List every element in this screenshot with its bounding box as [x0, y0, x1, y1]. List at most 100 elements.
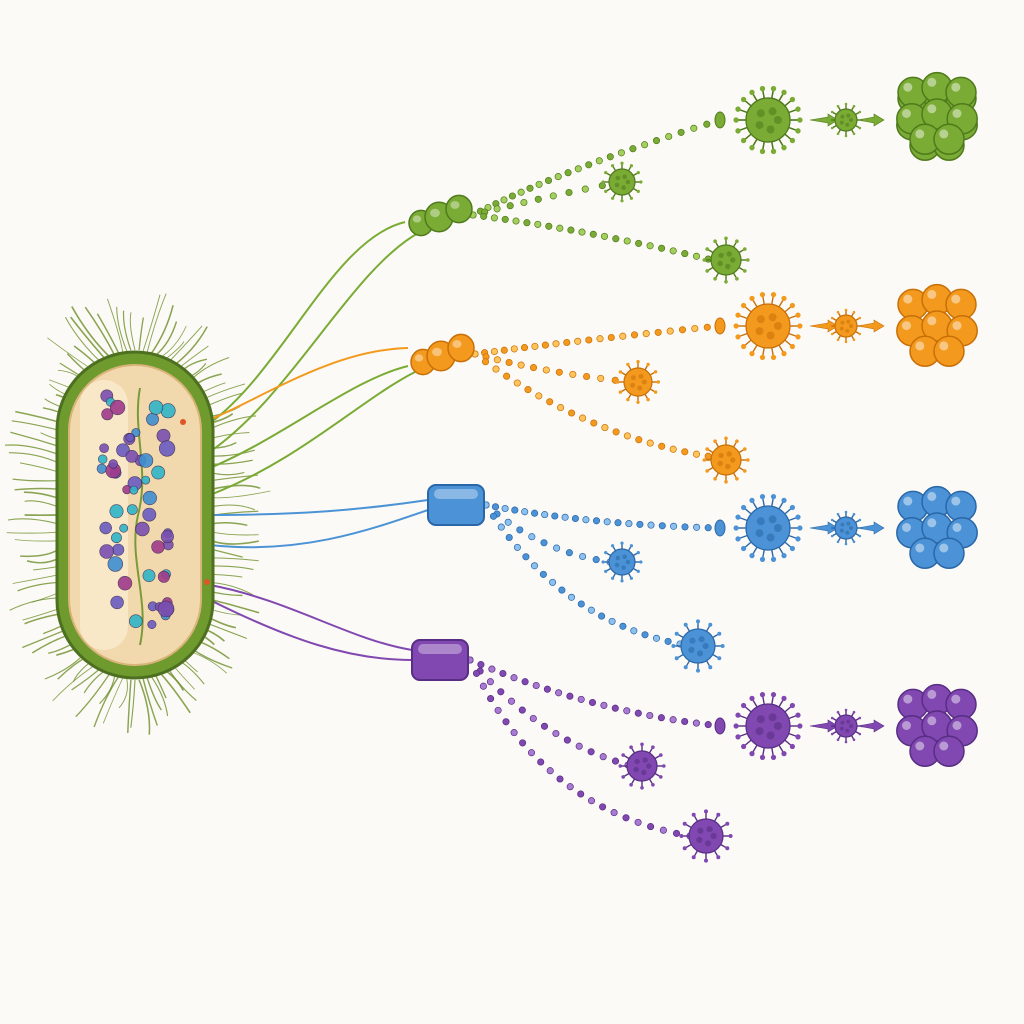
spike-tip: [830, 732, 834, 736]
particle-spot: [756, 109, 765, 118]
particle-spot: [768, 713, 777, 722]
sphere: [945, 288, 977, 321]
spike-tip: [795, 128, 801, 134]
purple-bead: [486, 678, 494, 686]
purple-bead: [499, 669, 507, 678]
spike-tip: [691, 855, 696, 860]
pilus: [84, 306, 116, 356]
blue-bead: [619, 622, 627, 630]
orange-bead: [579, 414, 587, 422]
pilus: [127, 679, 132, 734]
green-bead: [523, 219, 531, 227]
spike-tip: [830, 716, 834, 720]
spike-tip: [618, 390, 623, 394]
blue-bead: [587, 606, 595, 614]
sphere-shine: [902, 721, 911, 730]
green-bead: [574, 165, 582, 173]
spike-tip: [640, 742, 644, 747]
green-bead: [677, 128, 685, 136]
orange-chain-cap: [714, 317, 726, 335]
particle-spot: [773, 116, 782, 124]
sphere-shine: [903, 294, 913, 304]
pilus: [96, 313, 120, 354]
sphere: [933, 123, 965, 155]
spike-tip: [708, 622, 713, 627]
particle-spot: [633, 766, 639, 773]
blue-bead: [531, 509, 539, 517]
pilus: [14, 487, 59, 491]
orange-branch-particle: [616, 360, 660, 404]
spike-tip: [741, 96, 747, 103]
membrane-port: [180, 419, 186, 425]
node-bead: [445, 194, 473, 224]
particle-spot: [615, 175, 621, 181]
orange-bead: [481, 358, 490, 366]
particle-spot: [725, 463, 731, 470]
purple-bead: [543, 685, 551, 693]
particle-spot: [625, 559, 631, 565]
purple-bead: [502, 718, 510, 726]
blue-stage-particle-large: [733, 494, 803, 563]
pilus: [122, 310, 132, 351]
spike-tip: [601, 180, 605, 184]
sphere-shine: [952, 109, 962, 118]
cell-particle: [151, 465, 166, 480]
green-bead: [501, 215, 509, 223]
green-bead: [600, 232, 609, 240]
orange-bead: [597, 374, 605, 382]
purple-bead: [623, 707, 631, 715]
spike-tip: [639, 180, 643, 184]
pathway-nodes: [408, 194, 485, 681]
green-bead: [669, 247, 677, 255]
particle-spot: [768, 107, 777, 116]
spike-tip: [781, 553, 787, 559]
purple-bead: [599, 753, 607, 761]
purple-product-cluster: [896, 683, 978, 767]
spike-tip: [844, 308, 848, 312]
particle-spot: [849, 118, 853, 122]
particle-spot: [845, 728, 850, 733]
orange-bead: [612, 428, 620, 436]
particle-spot: [755, 529, 764, 538]
spike-tip: [705, 247, 709, 251]
blue-bead: [598, 612, 606, 620]
orange-bead: [529, 364, 538, 372]
blue-bead: [693, 523, 701, 531]
cell-particle: [138, 453, 154, 468]
spike-tip: [735, 312, 741, 318]
blue-bead: [491, 503, 500, 511]
particle-spot: [614, 182, 620, 188]
spike-tip: [858, 534, 862, 538]
orange-bead: [569, 370, 577, 378]
green-bead: [534, 195, 542, 203]
spike-tip: [852, 512, 856, 516]
spike-tip: [770, 754, 777, 761]
purple-bead: [669, 716, 677, 724]
particle-core: [608, 168, 636, 196]
spike-tip: [759, 148, 766, 154]
cell-particle: [142, 507, 157, 522]
particle-core: [680, 628, 716, 664]
orange-bead: [563, 338, 571, 347]
cell-particle: [151, 540, 165, 554]
spike-tip: [789, 343, 796, 350]
particle-spot: [630, 382, 636, 388]
pilus: [106, 298, 124, 353]
purple-bead: [527, 749, 536, 757]
spike-tip: [749, 497, 755, 503]
sphere-shine: [902, 321, 911, 331]
cell-particle: [112, 543, 125, 556]
particle-spot: [766, 331, 775, 340]
spike-tip: [713, 277, 717, 281]
cell-particle: [146, 412, 159, 426]
sphere-shine: [939, 341, 949, 351]
spike-tip: [836, 710, 840, 714]
spike-tip: [830, 534, 834, 538]
particle-spot: [756, 715, 765, 724]
orange-bead: [630, 331, 639, 339]
particle-core: [745, 703, 791, 749]
green-bead: [490, 214, 498, 222]
blue-bead: [489, 512, 498, 520]
